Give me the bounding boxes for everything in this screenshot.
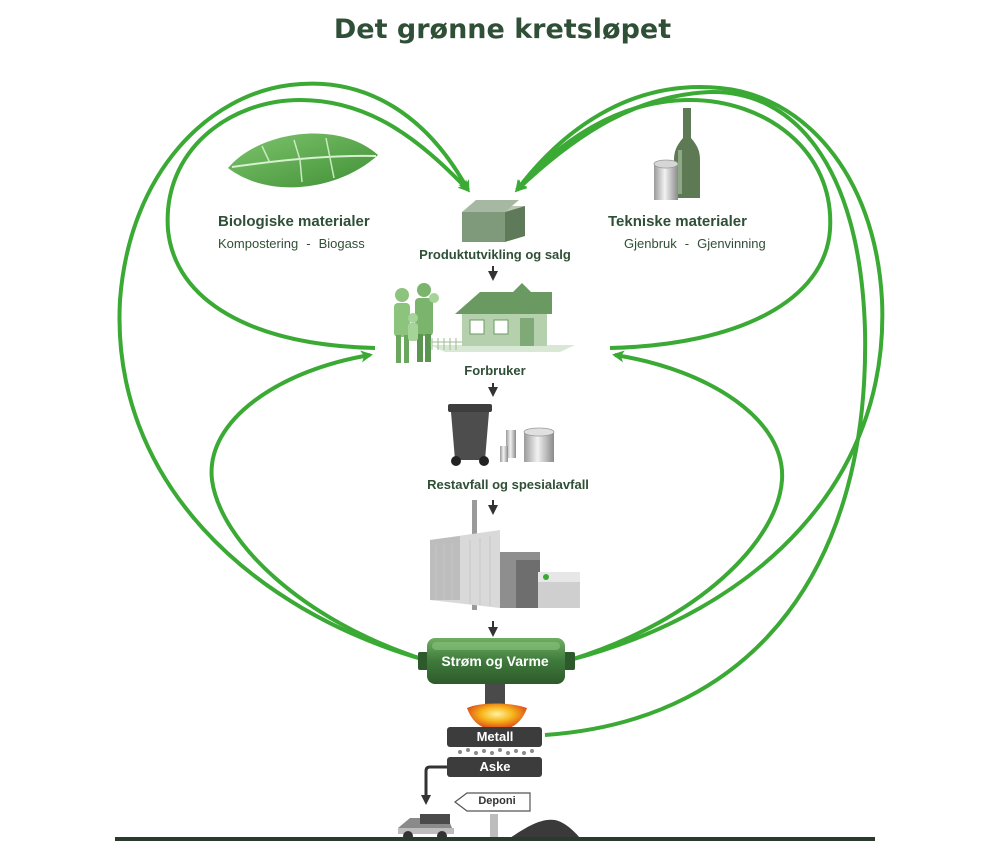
plant-illustration: [430, 500, 580, 610]
item-reuse: Gjenbruk: [624, 236, 677, 251]
pipe: [485, 684, 505, 706]
product-stage-label: Produktutvikling og salg: [419, 247, 571, 262]
technical-materials-items: Gjenbruk-Gjenvinning: [624, 236, 766, 251]
metal-gravel: [458, 748, 534, 755]
ash-bar: [447, 757, 542, 777]
can-icon: [653, 159, 679, 200]
family-illustration: [394, 283, 439, 363]
ground-line: [115, 837, 875, 841]
cycle-curves-left: [117, 81, 471, 662]
return-arrow-right: [569, 350, 785, 662]
diagram-title: Det grønne kretsløpet: [333, 14, 672, 45]
spray-cans-icon: [500, 427, 555, 462]
item-biogas: Biogass: [318, 236, 365, 251]
landfill-mound: [510, 819, 580, 838]
waste-stage-label: Restavfall og spesialavfall: [427, 477, 589, 492]
deponi-label: Deponi: [478, 795, 516, 807]
product-box-icon: [462, 200, 525, 242]
outer-loop-right: [515, 85, 885, 662]
item-recycling: Gjenvinning: [697, 236, 766, 251]
biological-materials-title: Biologiske materialer: [218, 213, 370, 230]
leaf-icon: [228, 133, 378, 188]
return-arrow-left: [209, 350, 426, 662]
consumer-stage-label: Forbruker: [464, 363, 526, 378]
dump-truck-icon: [398, 814, 454, 841]
waste-bin-icon: [448, 404, 492, 466]
biological-materials-items: Kompostering-Biogass: [218, 236, 365, 251]
item-composting: Kompostering: [218, 236, 299, 251]
item-separator: -: [306, 236, 311, 251]
ash-label: Aske: [479, 759, 511, 774]
metal-bar: [447, 727, 542, 747]
metal-label: Metall: [476, 729, 514, 744]
outer-loop-left: [117, 81, 470, 662]
cycle-curves-right: [514, 85, 885, 737]
inner-loop-right: [515, 97, 833, 350]
flame-icon: [467, 703, 527, 730]
technical-materials-title: Tekniske materialer: [608, 213, 747, 230]
ash-arrow: [421, 765, 447, 805]
house-illustration: [430, 283, 575, 352]
bottle-icon: [674, 108, 700, 198]
energy-cylinder: [418, 638, 575, 684]
deponi-sign: [454, 792, 531, 838]
item-separator: -: [684, 236, 690, 251]
energy-stage-label: Strøm og Varme: [441, 653, 549, 669]
inner-loop-left: [165, 97, 471, 350]
